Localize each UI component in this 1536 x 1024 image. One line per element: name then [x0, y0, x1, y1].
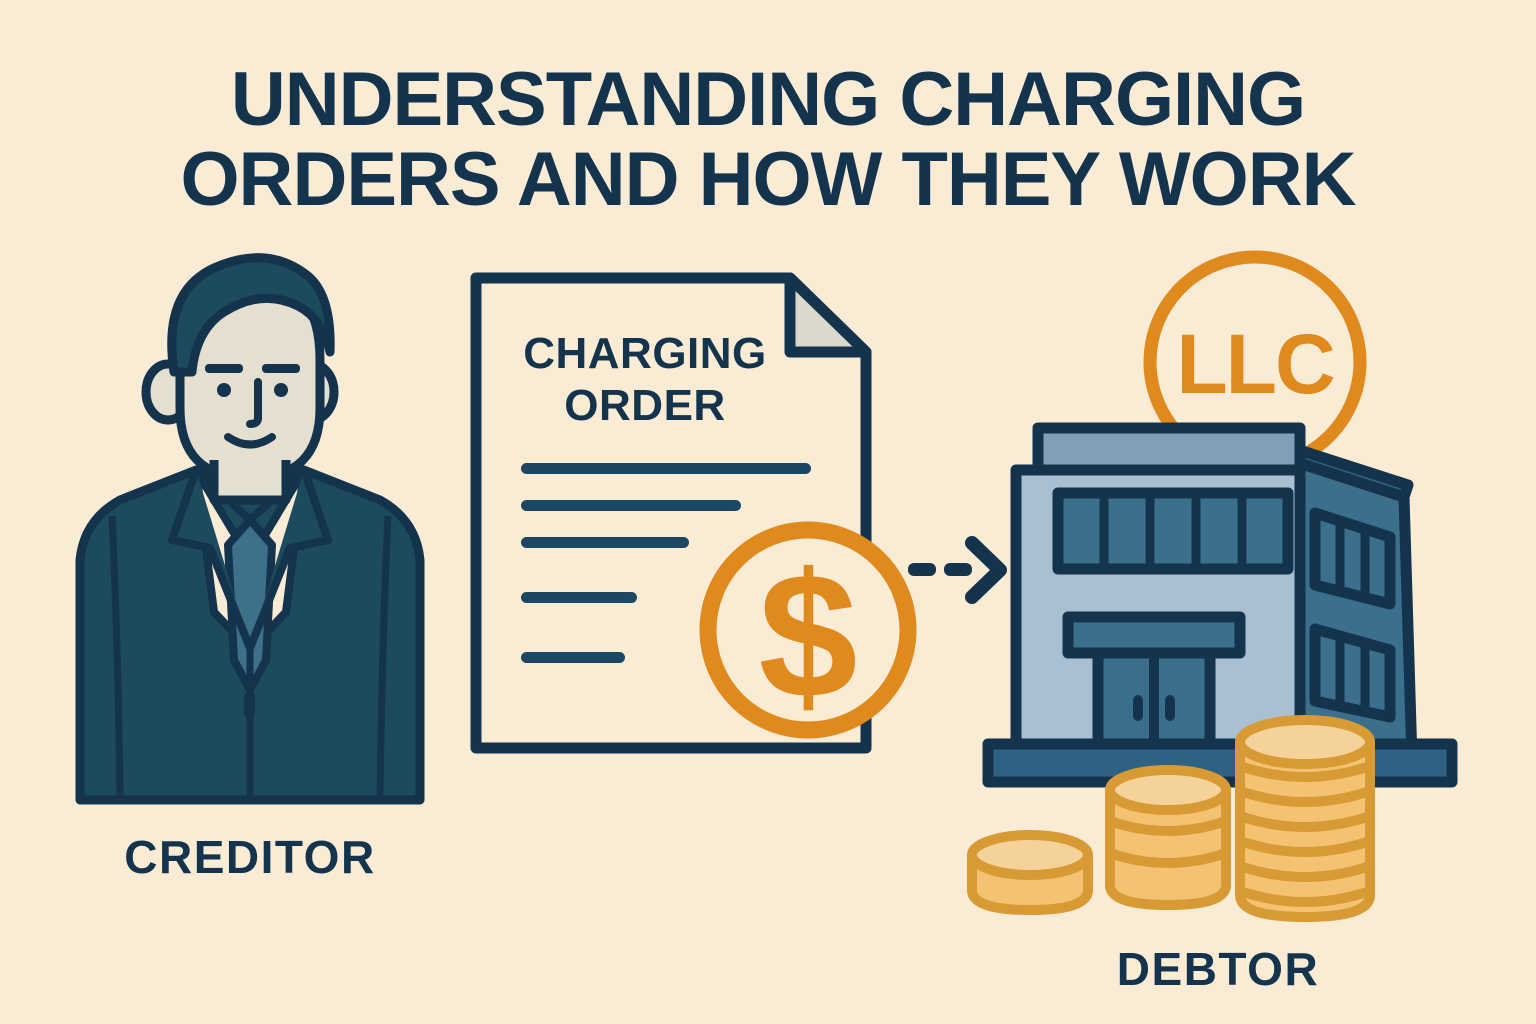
page-title-line-1: UNDERSTANDING CHARGING	[231, 57, 1305, 142]
coin-stack-edges	[1108, 816, 1228, 868]
door-handle-left	[1133, 695, 1143, 721]
page-fold-corner-icon	[784, 272, 872, 358]
jacket-button	[244, 692, 255, 718]
coin-stack-top	[1105, 765, 1231, 815]
neck	[209, 460, 291, 505]
mouth	[224, 433, 276, 449]
document-heading-line-2: ORDER	[564, 381, 725, 430]
coin-stack-top	[967, 830, 1093, 880]
left-eyebrow	[205, 364, 243, 373]
document-text-lines	[521, 463, 811, 663]
dollar-symbol: $	[759, 536, 858, 735]
coin-stack-small	[967, 830, 1093, 915]
door-handle-right	[1165, 695, 1175, 721]
document-text-line	[521, 500, 741, 511]
right-eye	[274, 383, 288, 397]
left-eye	[217, 383, 231, 397]
businessman-avatar-icon	[75, 253, 425, 805]
coin-stack-body	[1105, 785, 1231, 910]
left-sleeve-seam	[108, 515, 124, 801]
coin-stack-tall	[1235, 715, 1375, 922]
page-title-line-2: ORDERS AND HOW THEY WORK	[180, 137, 1356, 222]
llc-badge-text: LLC	[1176, 317, 1334, 411]
side-window-frame	[1309, 623, 1396, 723]
dollar-coin-icon: $	[699, 521, 917, 739]
nose	[246, 378, 262, 428]
document-heading-line-1: CHARGING	[523, 329, 767, 378]
dollar-coin-ring	[699, 521, 917, 739]
creditor-label: CREDITOR	[124, 831, 375, 883]
right-eyebrow	[262, 364, 300, 373]
document-text-line	[521, 537, 689, 548]
office-building-icon	[982, 422, 1458, 788]
front-window-mullions	[1099, 497, 1247, 565]
side-window-mullion	[1335, 521, 1370, 598]
debtor-label: DEBTOR	[1117, 943, 1319, 995]
coin-stack-top	[1235, 715, 1375, 769]
side-window-mullion	[1335, 637, 1370, 712]
document-text-line	[521, 652, 625, 663]
document-text-line	[521, 463, 811, 474]
document-text-line	[521, 592, 637, 603]
coin-stack-medium	[1105, 765, 1231, 910]
right-lapel	[246, 468, 332, 650]
coin-stack-edges	[1238, 761, 1372, 907]
arrow-dash	[908, 563, 936, 576]
arrow-head	[965, 536, 1007, 604]
right-sleeve-seam	[376, 515, 392, 801]
arrow-dash	[944, 563, 972, 576]
hair	[167, 253, 335, 377]
left-lapel	[168, 468, 254, 650]
front-window-band	[1052, 487, 1294, 575]
